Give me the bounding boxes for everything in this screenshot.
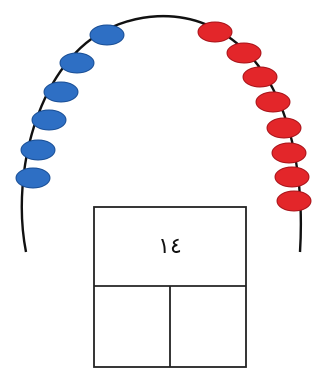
red-bead: [266, 117, 302, 139]
part-whole-box: [93, 206, 247, 368]
red-bead: [255, 91, 291, 113]
red-bead: [276, 190, 312, 212]
blue-bead: [89, 24, 125, 46]
left-beads-group: [15, 24, 125, 189]
blue-bead: [43, 81, 79, 103]
blue-bead: [15, 167, 51, 189]
blue-bead: [31, 109, 67, 131]
red-bead: [197, 21, 233, 43]
blue-bead: [59, 52, 95, 74]
red-bead: [242, 66, 278, 88]
blue-bead: [20, 139, 56, 161]
right-beads-group: [197, 21, 312, 212]
red-bead: [226, 42, 262, 64]
red-bead: [271, 142, 307, 164]
whole-value: ١٤: [158, 234, 182, 259]
red-bead: [274, 166, 310, 188]
